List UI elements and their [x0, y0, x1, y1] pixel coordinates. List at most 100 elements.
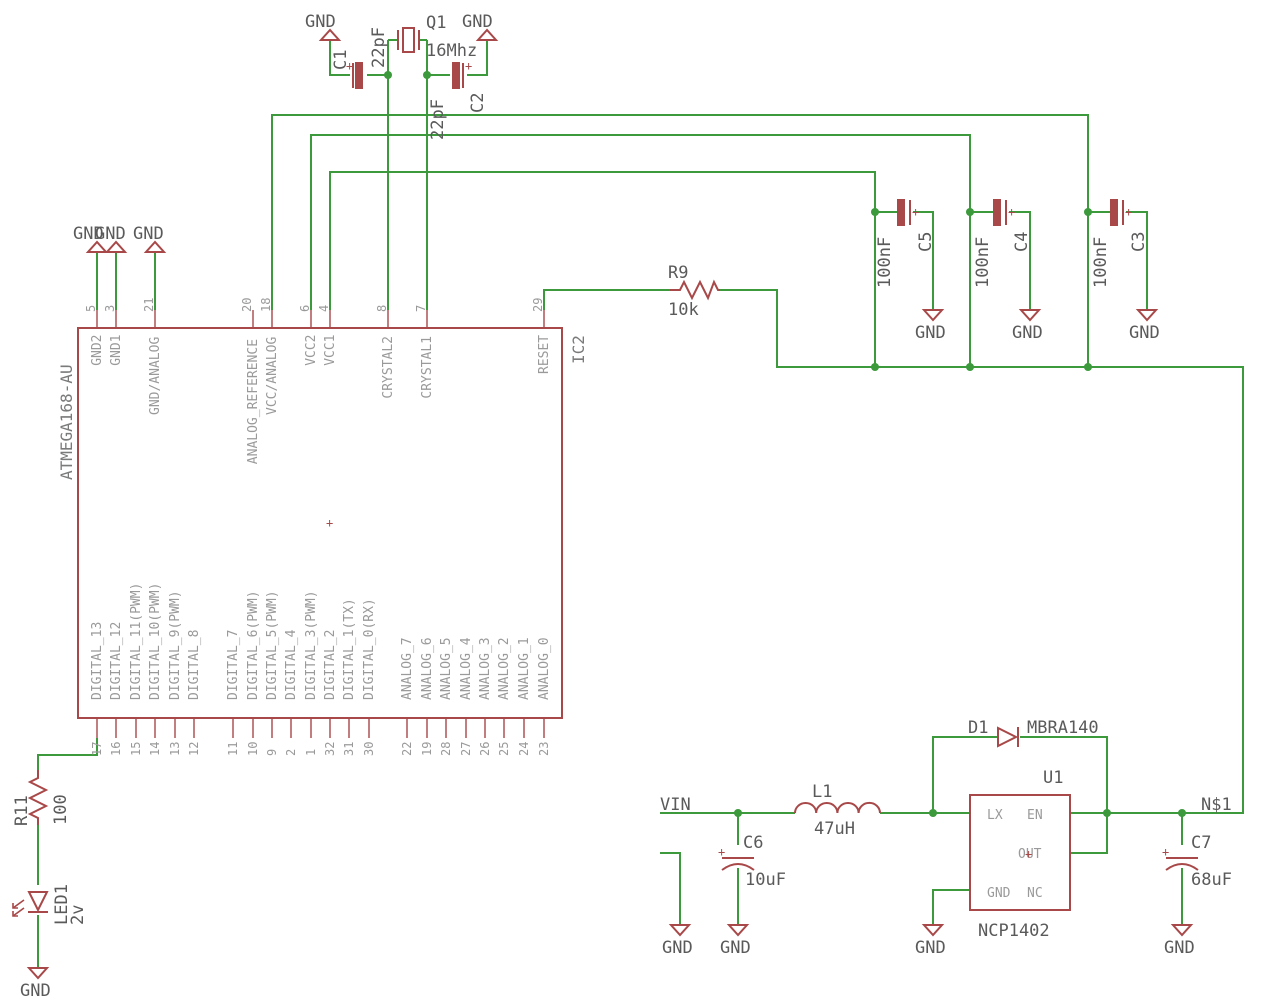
- led-led1[interactable]: LED1 2v: [12, 884, 88, 925]
- ic2-pin-number: 17: [90, 742, 104, 756]
- ic2-bottom-pins: 17DIGITAL_1316DIGITAL_1215DIGITAL_11(PWM…: [90, 583, 552, 756]
- capacitor-c7[interactable]: + C7 68uF: [1162, 833, 1232, 890]
- net-label-vin: VIN: [660, 795, 691, 815]
- ic2-pin-number: 1: [304, 749, 318, 756]
- ic2-pin-name: DIGITAL_9(PWM): [168, 590, 183, 700]
- gnd-symbol: GND: [20, 967, 51, 1001]
- ic2-pin-number: 24: [517, 742, 531, 756]
- net-label-n1: N$1: [1201, 795, 1232, 815]
- gnd-symbol: GND: [915, 924, 946, 958]
- c2-value: 22pF: [428, 99, 448, 140]
- ic2-pin-name: DIGITAL_5(PWM): [265, 590, 280, 700]
- capacitor-c4[interactable]: + C4 100nF: [973, 199, 1032, 288]
- c4-value: 100nF: [973, 237, 993, 288]
- q1-name: Q1: [426, 13, 446, 33]
- r9-value: 10k: [668, 300, 699, 320]
- capacitor-c3[interactable]: + C3 100nF: [1091, 199, 1149, 288]
- gnd-symbol: GND: [462, 12, 499, 41]
- ic2-pin-name: GND2: [90, 334, 105, 365]
- ic2-pin-name: DIGITAL_11(PWM): [129, 583, 144, 700]
- capacitor-c6[interactable]: + C6 10uF: [718, 833, 786, 890]
- svg-text:GND: GND: [987, 886, 1011, 901]
- capacitor-c5[interactable]: + C5 100nF: [875, 199, 936, 288]
- svg-text:EN: EN: [1027, 808, 1043, 823]
- capacitor-c1[interactable]: + C1 22pF: [331, 27, 389, 89]
- ic2-pin-number: 22: [400, 742, 414, 756]
- svg-text:+: +: [1008, 205, 1015, 219]
- c3-name: C3: [1129, 232, 1149, 252]
- c1-name: C1: [331, 50, 351, 70]
- ic2-pin-number: 7: [414, 305, 428, 312]
- gnd-label: GND: [662, 938, 693, 958]
- ic2-pin-name: VCC/ANALOG: [265, 337, 280, 415]
- regulator-u1[interactable]: LX EN OUT GND NC + U1 NCP1402: [969, 768, 1071, 941]
- ic2-pin-number: 31: [342, 742, 356, 756]
- ic2-name: IC2: [569, 335, 588, 364]
- gnd-symbol: GND: [95, 224, 128, 253]
- ic2-pin-name: ANALOG_3: [478, 637, 493, 700]
- ic2-pin-name: DIGITAL_1(TX): [342, 598, 357, 700]
- ic2-pin-name: ANALOG_0: [537, 637, 552, 700]
- ic2-pin-number: 14: [148, 742, 162, 756]
- gnd-symbol: GND: [73, 224, 109, 253]
- svg-text:+: +: [326, 516, 333, 530]
- ic2-pin-name: DIGITAL_3(PWM): [304, 590, 319, 700]
- c1-value: 22pF: [369, 27, 389, 68]
- ic2-pin-number: 20: [240, 298, 254, 312]
- ic2-pin-number: 5: [84, 305, 98, 312]
- svg-text:+: +: [912, 205, 919, 219]
- ic2-pin-name: CRYSTAL1: [420, 336, 435, 399]
- ic2-pin-number: 19: [420, 742, 434, 756]
- ic2-pin-number: 9: [265, 749, 279, 756]
- r9-name: R9: [668, 263, 688, 283]
- c2-name: C2: [468, 93, 488, 113]
- svg-text:+: +: [1025, 847, 1032, 861]
- crystal-q1[interactable]: Q1 16Mhz: [397, 13, 477, 61]
- ic2-pin-name: DIGITAL_7: [226, 630, 241, 700]
- ic2-pin-name: CRYSTAL2: [381, 336, 396, 399]
- ic2-pin-number: 4: [317, 305, 331, 312]
- inductor-l1[interactable]: L1 47uH: [794, 782, 881, 839]
- ic2-pin-number: 13: [168, 742, 182, 756]
- gnd-symbol: GND: [915, 309, 946, 343]
- ic2-pin-number: 26: [478, 742, 492, 756]
- ic2-pin-number: 27: [459, 742, 473, 756]
- led1-name: LED1: [52, 884, 72, 925]
- svg-text:LX: LX: [987, 808, 1003, 823]
- ic2-pin-name: GND/ANALOG: [148, 337, 163, 415]
- r11-value: 100: [51, 794, 71, 825]
- r11-name: R11: [12, 795, 32, 826]
- gnd-symbol: GND: [1164, 924, 1195, 958]
- c7-value: 68uF: [1191, 870, 1232, 890]
- l1-name: L1: [812, 782, 832, 802]
- u1-value: NCP1402: [978, 921, 1050, 941]
- c7-name: C7: [1191, 833, 1211, 853]
- capacitor-c2[interactable]: + C2 22pF: [428, 59, 488, 140]
- gnd-symbol: GND: [720, 924, 751, 958]
- gnd-label: GND: [95, 224, 126, 244]
- ic2-pin-number: 16: [109, 742, 123, 756]
- gnd-symbol: GND: [662, 924, 693, 958]
- gnd-symbol: GND: [1129, 309, 1160, 343]
- diode-d1[interactable]: D1 MBRA140: [968, 718, 1099, 748]
- ic2-atmega168[interactable]: ATMEGA168-AU IC2 + 5GND23GND121GND/ANALO…: [57, 298, 588, 756]
- resistor-r9[interactable]: R9 10k: [668, 263, 720, 320]
- gnd-label: GND: [462, 12, 493, 32]
- ic2-pin-number: 32: [323, 742, 337, 756]
- ic2-pin-name: DIGITAL_2: [323, 630, 338, 700]
- ic2-pin-name: ANALOG_2: [497, 637, 512, 700]
- ic2-pin-name: ANALOG_7: [400, 637, 415, 700]
- resistor-r11[interactable]: R11 100: [12, 770, 71, 826]
- ic2-pin-name: DIGITAL_8: [187, 630, 202, 700]
- ic2-pin-name: DIGITAL_12: [109, 622, 124, 700]
- gnd-symbol: GND: [133, 224, 167, 253]
- gnd-label: GND: [915, 323, 946, 343]
- ic2-pin-number: 11: [226, 742, 240, 756]
- ic2-pin-name: VCC1: [323, 334, 338, 365]
- ic2-pin-name: ANALOG_REFERENCE: [246, 339, 261, 464]
- led1-value: 2v: [68, 905, 88, 925]
- svg-text:+: +: [1162, 845, 1169, 859]
- svg-text:NC: NC: [1027, 886, 1043, 901]
- ic2-pin-number: 12: [187, 742, 201, 756]
